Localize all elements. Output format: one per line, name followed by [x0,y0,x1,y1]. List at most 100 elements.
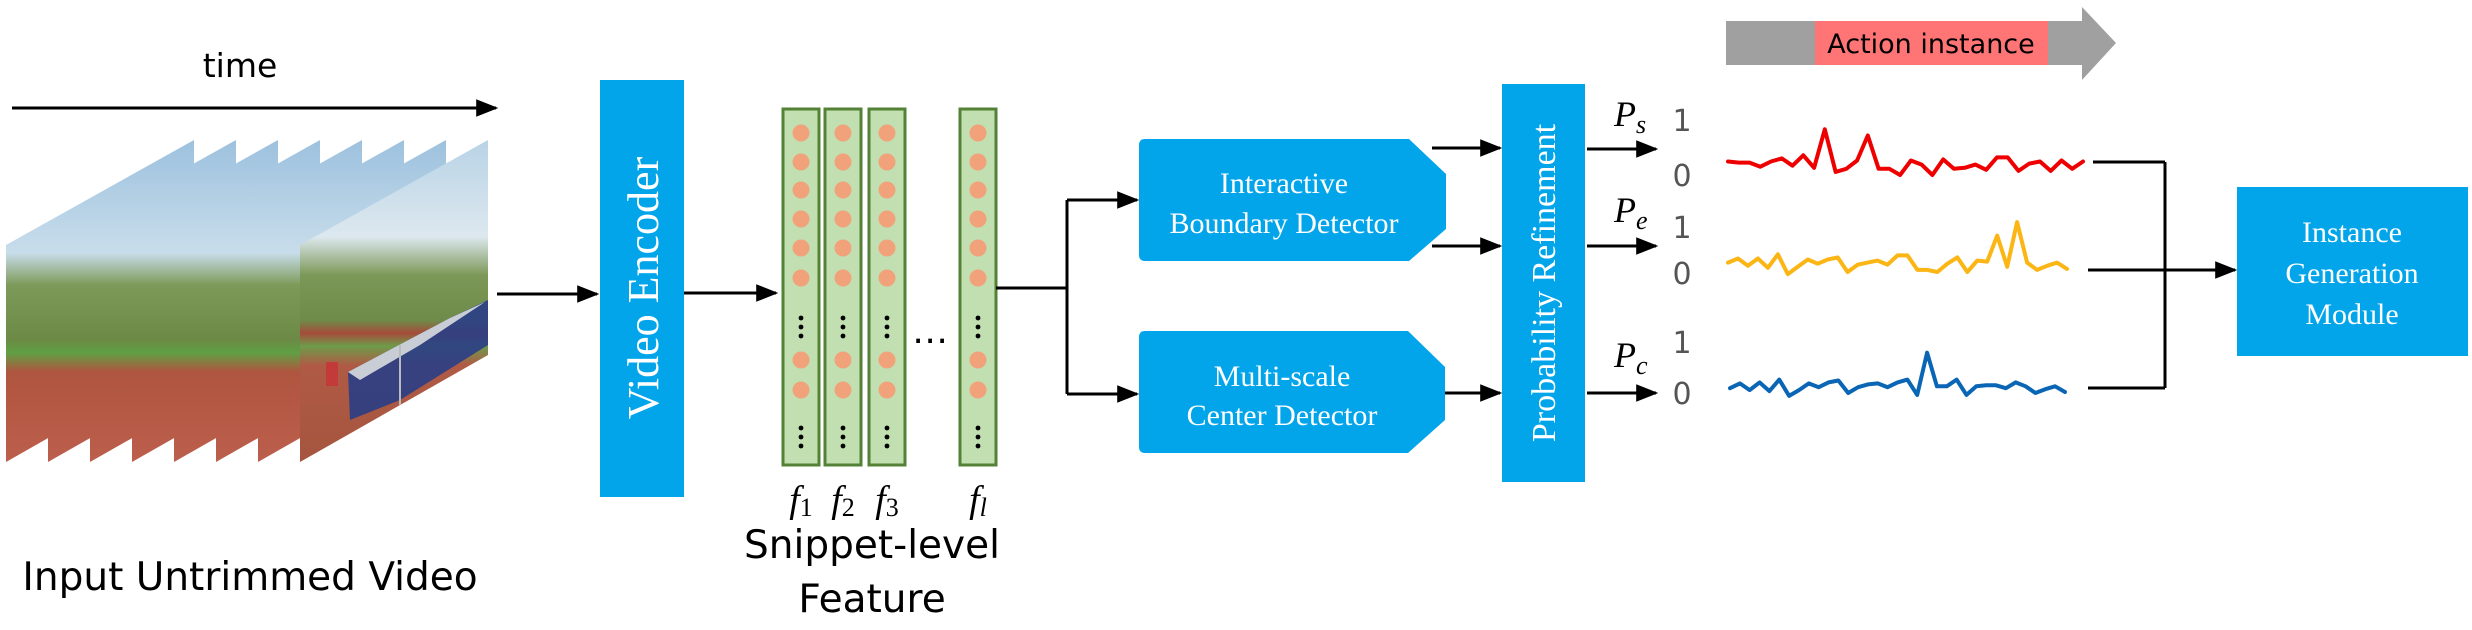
vertical-ellipsis-dot [798,434,804,440]
instance-generation-box [2237,187,2468,356]
feature-dot [969,210,987,228]
feature-dot [792,124,810,142]
feature-dot [834,269,852,287]
feature-dot [878,351,896,369]
center-detector-line2: Center Detector [1187,399,1378,432]
feature-column-4: fl [958,107,998,522]
input-video-section: time Input Untrimmed Video [6,46,600,600]
feature-dot [878,239,896,257]
feature-dot [878,181,896,199]
video-encoder-label: Video Encoder [619,156,668,419]
vertical-ellipsis-dot [840,333,846,339]
features-between-ellipsis: ⋯ [912,320,948,361]
features-caption-line2: Feature [798,577,945,622]
vertical-ellipsis-dot [884,425,890,431]
vertical-ellipsis-dot [798,425,804,431]
feature-dot [792,269,810,287]
feature-dot [792,153,810,171]
feature-column-2: f2 [823,107,863,522]
vertical-ellipsis-dot [975,315,981,321]
feature-label: f2 [831,479,855,522]
tick-label-high: 1 [1672,211,1691,246]
curve-p-c [1728,350,2067,398]
vertical-ellipsis-dot [840,425,846,431]
feature-label: f1 [789,479,813,522]
prob-symbol: Pe [1613,190,1648,235]
feature-dot [969,269,987,287]
snippet-features: f1 f2 f3 fl [781,107,998,522]
video-encoder: Video Encoder [600,80,684,497]
prob-symbol: Ps [1613,94,1646,139]
boundary-detector-line2: Boundary Detector [1169,207,1398,240]
action-timeline: Action instance [1726,7,2116,80]
tick-label-high: 1 [1672,326,1691,361]
probability-outputs: Ps 1 0Pe 1 0Pc 1 0 [1587,94,1692,412]
video-frame [300,140,488,462]
feature-dot [792,351,810,369]
vertical-ellipsis-dot [975,434,981,440]
features-caption-line1: Snippet-level [744,523,1000,568]
prob-symbol: Pc [1613,335,1648,380]
feature-label: fl [969,479,987,522]
feature-dot [792,181,810,199]
vertical-ellipsis-dot [798,443,804,449]
instance-generation-line3: Module [2305,298,2398,331]
feature-column-1: f1 [781,107,821,522]
boundary-detector-box [1139,139,1446,261]
action-instance-label: Action instance [1827,29,2035,60]
vertical-ellipsis-dot [975,324,981,330]
instance-generation-line2: Generation [2285,257,2418,290]
feature-branch-connector [996,191,1140,403]
vertical-ellipsis-dot [884,443,890,449]
vertical-ellipsis-dot [884,315,890,321]
vertical-ellipsis-dot [884,333,890,339]
probability-refinement-box [1502,84,1585,482]
boundary-detector-line1: Interactive [1220,167,1348,200]
feature-dot [969,153,987,171]
tick-label-low: 0 [1672,257,1691,292]
video-frames-stack [6,140,488,462]
probability-refinement-label: Probability Refinement [1526,123,1563,442]
center-detector-line1: Multi-scale [1214,360,1351,393]
feature-dot [878,381,896,399]
feature-dot [834,239,852,257]
feature-dot [878,153,896,171]
feature-dot [878,210,896,228]
action-instance-segment [1815,21,2048,65]
tick-label-high: 1 [1672,104,1691,139]
vertical-ellipsis-dot [840,443,846,449]
video-encoder-box [600,80,684,497]
vertical-ellipsis-dot [884,434,890,440]
interactive-boundary-detector: Interactive Boundary Detector [1139,139,1446,261]
feature-dot [792,239,810,257]
prob-output-s: Ps 1 0 [1587,94,1692,194]
feature-dot [834,181,852,199]
feature-dot [834,351,852,369]
vertical-ellipsis-dot [975,333,981,339]
curve-line [1728,350,2067,398]
vertical-ellipsis-dot [798,333,804,339]
feature-dot [969,181,987,199]
feature-dot [878,269,896,287]
curve-line [1726,127,2085,177]
curve-p-s [1726,127,2085,177]
probability-refinement: Probability Refinement [1502,84,1585,482]
vertical-ellipsis-dot [884,324,890,330]
feature-dot [969,124,987,142]
multiscale-center-detector: Multi-scale Center Detector [1139,331,1445,453]
prob-output-e: Pe 1 0 [1587,190,1692,292]
vertical-ellipsis-dot [798,324,804,330]
feature-dot [834,153,852,171]
feature-dot [834,381,852,399]
curve-p-e [1726,220,2069,277]
feature-dot [792,210,810,228]
center-detector-box [1139,331,1445,453]
tick-label-low: 0 [1672,159,1691,194]
feature-column-3: f3 [867,107,907,522]
curve-line [1726,220,2069,277]
vertical-ellipsis-dot [975,425,981,431]
feature-dot [878,124,896,142]
feature-dot [792,381,810,399]
vertical-ellipsis-dot [840,315,846,321]
